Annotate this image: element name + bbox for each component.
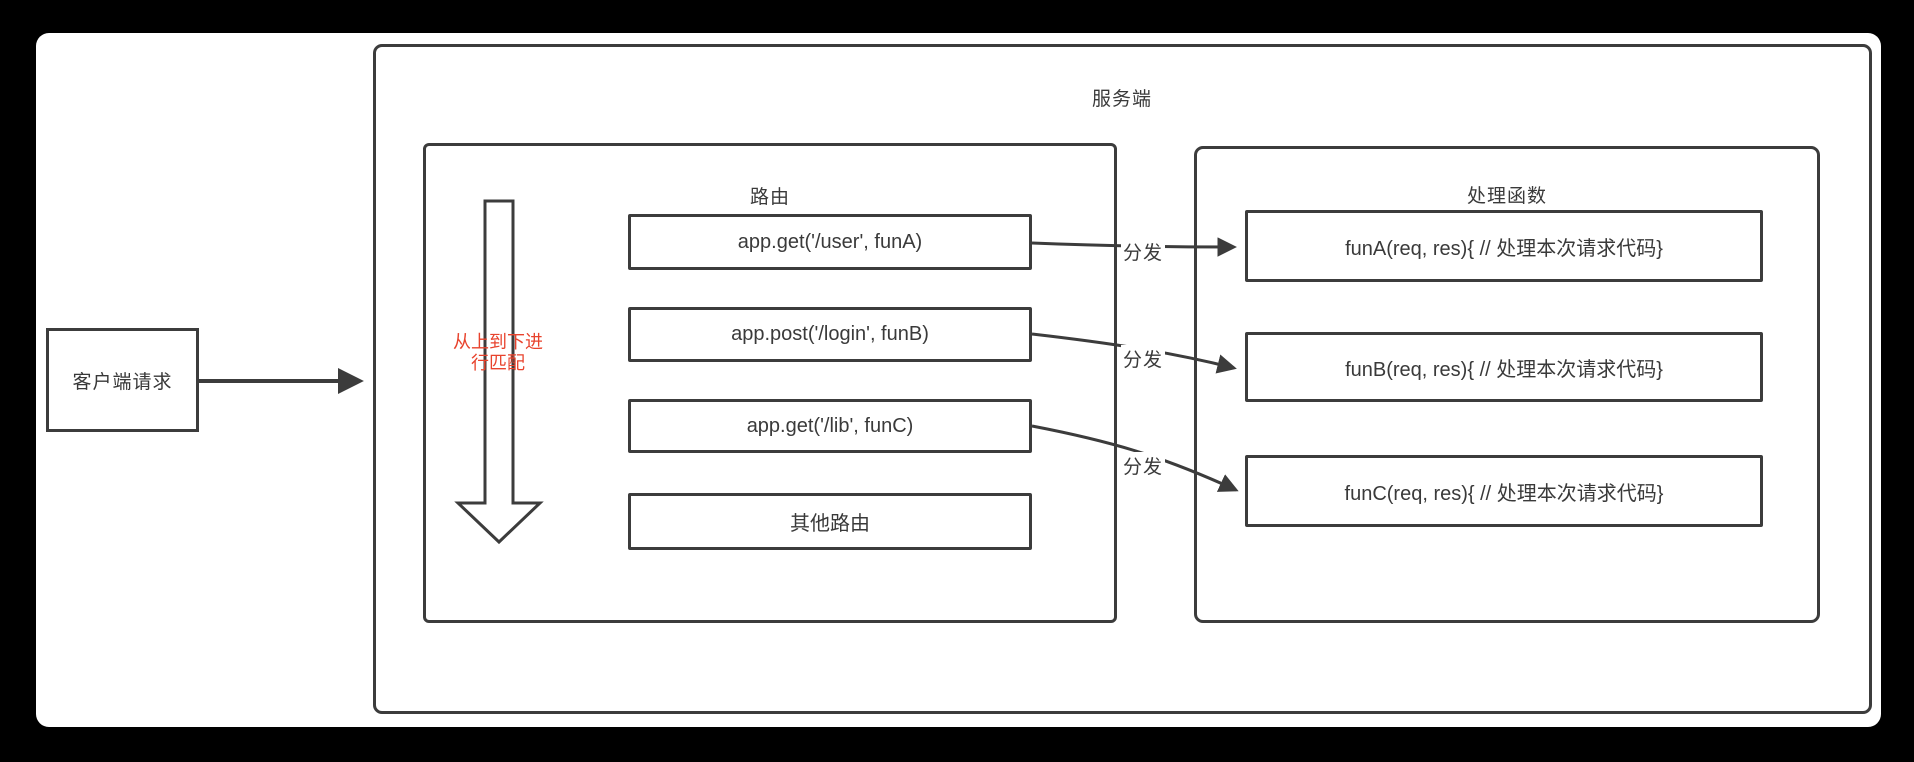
handler-item-label: funB(req, res){ // 处理本次请求代码}: [1345, 358, 1663, 381]
dispatch-label-funB: 分发: [1121, 345, 1166, 372]
route-item-label: app.get('/lib', funC): [746, 414, 914, 437]
match-order-note-line1: 从上到下进: [453, 332, 543, 352]
match-order-note: 从上到下进 行匹配: [444, 332, 552, 374]
router-panel-title: 路由: [749, 187, 790, 208]
handler-panel-title: 处理函数: [1466, 186, 1547, 207]
client-request-label: 客户端请求: [72, 371, 173, 393]
handler-item-funA: funA(req, res){ // 处理本次请求代码}: [1245, 210, 1763, 282]
dispatch-label-funC: 分发: [1121, 452, 1166, 479]
handler-item-funB: funB(req, res){ // 处理本次请求代码}: [1245, 332, 1763, 402]
route-item-label: app.post('/login', funB): [731, 323, 929, 345]
route-item-get-user: app.get('/user', funA): [628, 214, 1032, 270]
dispatch-label-funA: 分发: [1121, 238, 1166, 265]
route-item-post-login: app.post('/login', funB): [628, 307, 1032, 362]
match-order-note-line2: 行匹配: [471, 353, 525, 373]
handler-item-label: funA(req, res){ // 处理本次请求代码}: [1345, 237, 1663, 260]
route-item-other: 其他路由: [628, 493, 1032, 550]
server-panel-title: 服务端: [1091, 89, 1152, 110]
client-request-box: 客户端请求: [46, 328, 199, 432]
route-item-get-lib: app.get('/lib', funC): [628, 399, 1032, 453]
route-item-label: 其他路由: [790, 513, 870, 535]
route-item-label: app.get('/user', funA): [737, 230, 923, 253]
handler-item-label: funC(req, res){ // 处理本次请求代码}: [1344, 482, 1664, 505]
handler-item-funC: funC(req, res){ // 处理本次请求代码}: [1245, 455, 1763, 527]
